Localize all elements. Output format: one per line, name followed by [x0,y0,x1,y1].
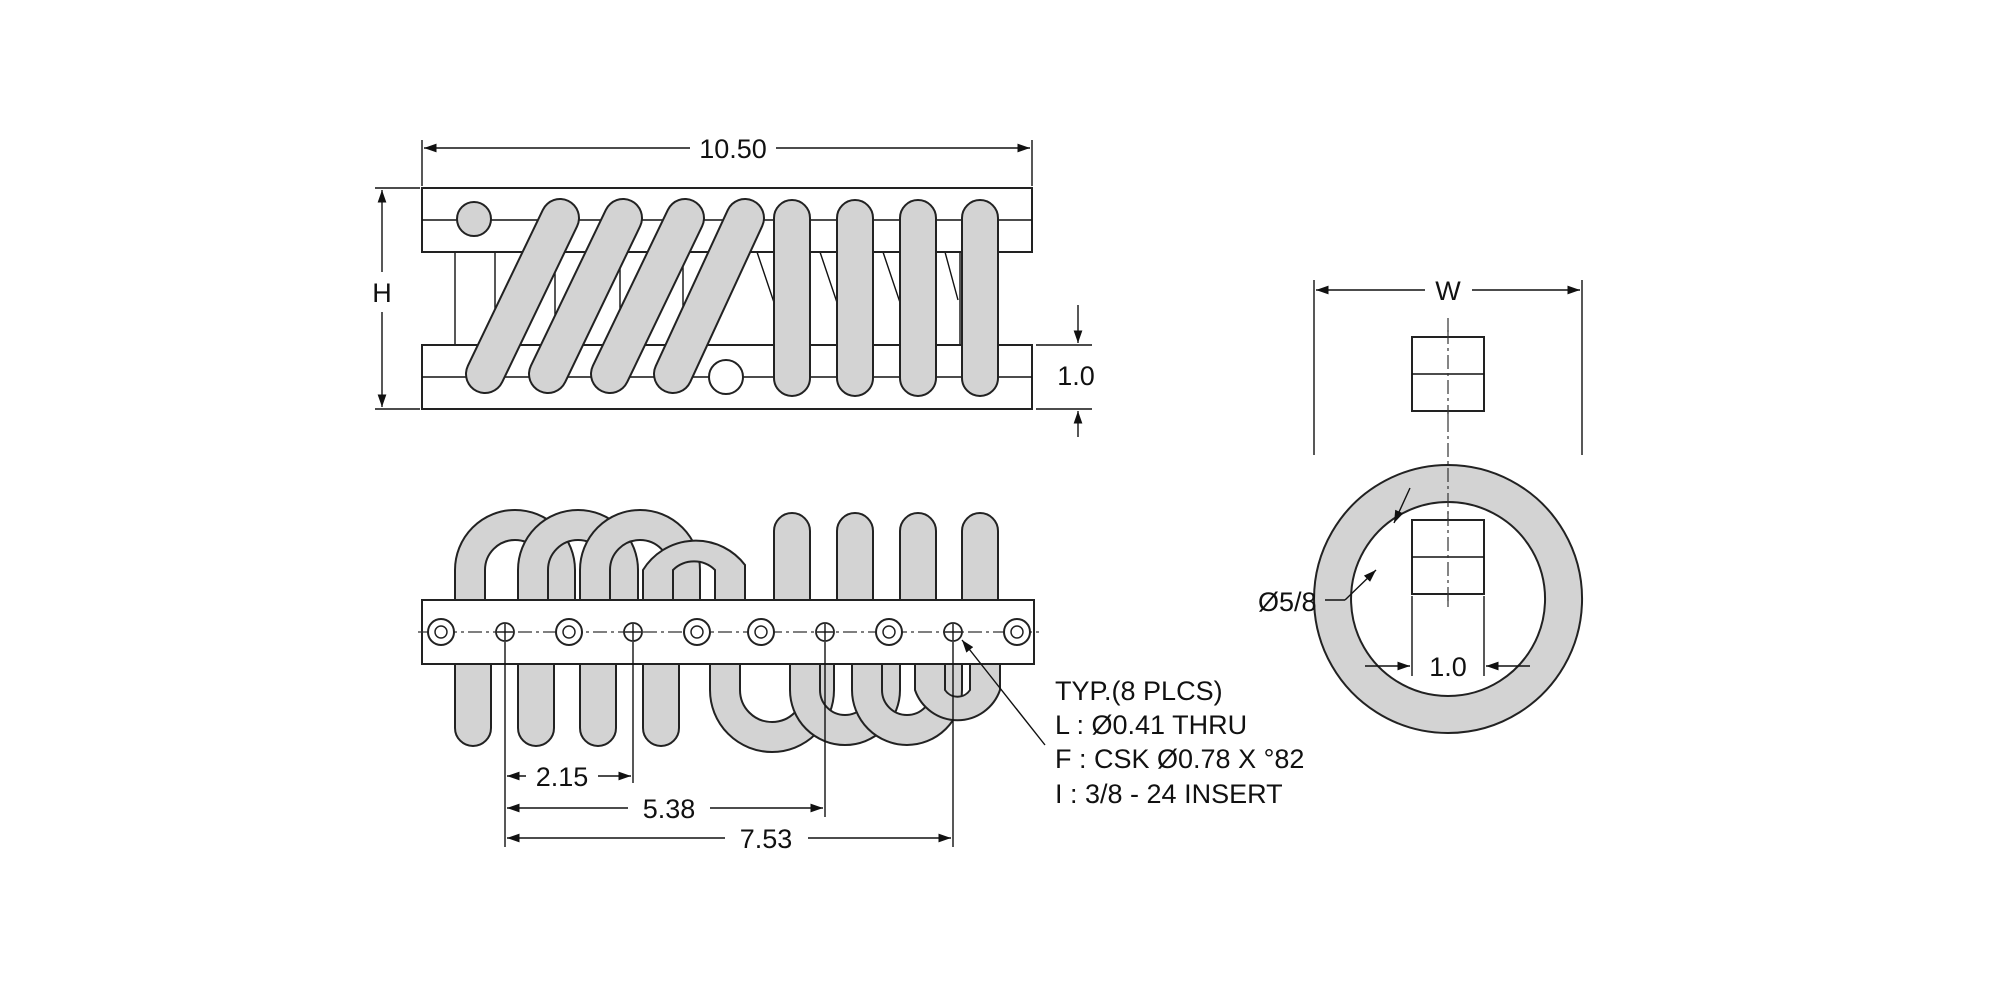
cable-end-top [456,201,492,237]
coil-8 [961,199,999,397]
note-line-2: L : Ø0.41 THRU [1055,710,1247,740]
hole-callout-note: TYP.(8 PLCS) L : Ø0.41 THRU F : CSK Ø0.7… [1055,676,1304,809]
coil-vertical-group [773,199,999,397]
note-leader [961,639,1046,746]
spacing-label-3: 7.53 [740,824,793,854]
hole-6 [747,618,775,646]
overall-length-dimension: 10.50 [421,134,1033,186]
cable-diameter-label: Ø5/8 [1258,587,1317,617]
width-dimension: W [1313,276,1583,455]
spacing-dimension-1: 2.15 [507,762,631,792]
mounting-holes [427,618,1031,646]
coil-6 [836,199,874,397]
coil-diagonal-group [465,198,765,394]
spacing-label-2: 5.38 [643,794,696,824]
width-label: W [1435,276,1461,306]
spacing-dimension-3: 7.53 [507,824,951,854]
cable-end-bottom [708,359,744,395]
height-label: H [372,278,392,308]
coil-5 [773,199,811,397]
note-line-4: I : 3/8 - 24 INSERT [1055,779,1283,809]
bar-thickness-label: 1.0 [1057,361,1095,391]
hole-7 [815,622,835,642]
hole-2 [495,622,515,642]
note-line-1: TYP.(8 PLCS) [1055,676,1223,706]
lower-loops [454,639,1001,753]
side-elevation-view: 10.50 H 1.0 [372,134,1095,437]
hole-3 [555,618,583,646]
hole-1 [427,618,455,646]
lower-loop-5 [709,654,835,753]
cable-diameter-dimension: Ø5/8 [1258,487,1411,617]
height-dimension: H [372,187,420,410]
cable-ring [1313,464,1584,734]
end-bar-width-label: 1.0 [1429,652,1467,682]
end-bar-width-dimension: 1.0 [1365,596,1530,682]
hole-10 [1003,618,1031,646]
hole-5 [683,618,711,646]
hole-9 [943,622,963,642]
end-bar-bottom [1411,512,1485,602]
overall-length-label: 10.50 [699,134,767,164]
upper-loops [454,509,999,624]
hole-4 [623,622,643,642]
end-view: W 1.0 Ø5/8 [1258,276,1584,734]
spacing-dimension-2: 5.38 [507,794,823,824]
spacing-label-1: 2.15 [536,762,589,792]
plan-view: 2.15 5.38 7.53 TYP.(8 PLCS) L : Ø0.41 TH… [418,509,1304,854]
end-bar-top [1411,330,1485,418]
upper-loop-4 [642,539,746,616]
note-line-3: F : CSK Ø0.78 X °82 [1055,744,1304,774]
hole-8 [875,618,903,646]
coil-7 [899,199,937,397]
bar-thickness-dimension: 1.0 [1036,305,1095,437]
